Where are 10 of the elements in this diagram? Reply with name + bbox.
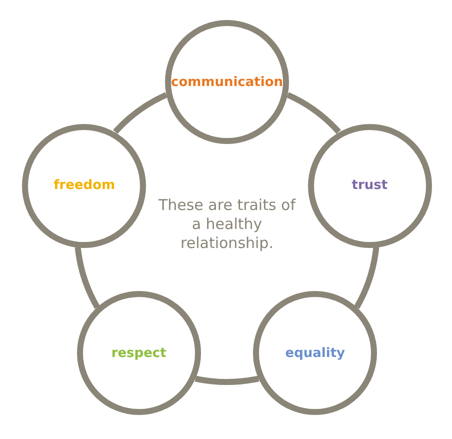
trait-label: communication	[170, 74, 284, 90]
ring-arc	[286, 92, 341, 134]
ring-arc	[354, 246, 380, 309]
trait-label: freedom	[54, 178, 116, 194]
ring-arc	[74, 246, 100, 309]
trait-label: trust	[352, 178, 388, 194]
trait-label: respect	[111, 346, 166, 361]
center-text: These are traits of a healthy relationship.	[157, 196, 297, 252]
ring-arc	[194, 376, 260, 385]
trait-label: equality	[285, 346, 346, 361]
